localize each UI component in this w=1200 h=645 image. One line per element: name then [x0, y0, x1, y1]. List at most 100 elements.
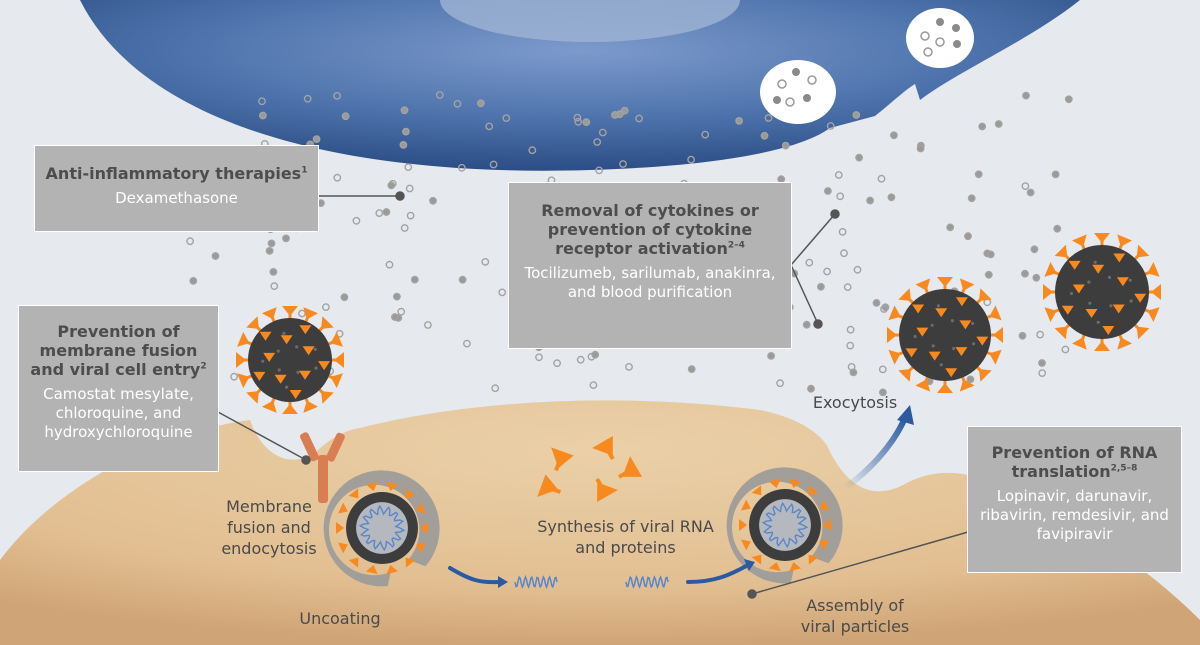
- cytokine-dot: [767, 351, 775, 360]
- therapy-drugs: Tocilizumeb, sarilumab, anakinra, and bl…: [524, 264, 776, 301]
- therapy-drugs: Lopinavir, darunavir, ribavirin, remdesi…: [980, 487, 1169, 543]
- cytokine-dot: [298, 309, 306, 318]
- cytokine-dot: [805, 258, 814, 267]
- cytokine-dot: [836, 192, 845, 201]
- cytokine-dot: [404, 163, 413, 172]
- cytokine-dot: [853, 265, 862, 274]
- cytokine-dot: [994, 120, 1003, 128]
- cytokine-dot: [498, 288, 507, 297]
- reference-marker: 2: [200, 361, 207, 372]
- cytokine-dot: [265, 246, 274, 255]
- cytokine-dot: [824, 187, 832, 195]
- cytokine-dot: [435, 91, 444, 99]
- virus: [236, 306, 344, 414]
- leader-lines: [217, 191, 969, 599]
- cytokine-dot: [582, 118, 591, 127]
- virus: [1043, 233, 1161, 351]
- cytokine-dot: [852, 111, 861, 119]
- stage-label-membrane-fusion: Membrane fusion and endocytosis: [221, 497, 317, 558]
- cytokine-dot: [528, 146, 537, 155]
- cytokine-dot: [840, 249, 848, 258]
- cytokine-dot: [974, 170, 983, 179]
- cytokine-dot: [625, 362, 633, 371]
- cytokine-dot: [978, 122, 987, 131]
- cytokine-dot: [964, 232, 972, 241]
- cytokine-dot: [230, 372, 239, 381]
- cytokine-dot: [282, 234, 290, 243]
- cytokine-dot: [1038, 369, 1047, 377]
- cytokine-dot: [1064, 95, 1073, 104]
- cytokine-dot: [385, 260, 394, 269]
- ace2-receptor: [300, 432, 345, 503]
- viral-rna: [514, 574, 669, 590]
- host-cell: [0, 400, 1200, 645]
- cytokine-dot: [406, 211, 415, 220]
- cytokine-dot: [410, 275, 419, 284]
- cytokine-dot: [382, 208, 391, 216]
- reference-marker: 1: [301, 165, 308, 176]
- cytokine-dot: [872, 298, 881, 307]
- therapy-box-rna-translation: Prevention of RNA translation2,5–8 Lopin…: [967, 426, 1182, 573]
- rna-strand: [514, 574, 558, 590]
- cytokine-dot: [866, 196, 874, 205]
- viral-protein: [592, 435, 615, 461]
- cytokine-dot: [620, 106, 629, 115]
- cytokine-dot: [321, 303, 330, 311]
- cytokine-dot: [781, 141, 790, 150]
- cytokine-dot: [1021, 269, 1029, 278]
- cytokine-dot: [1026, 188, 1035, 197]
- cytokine-dot: [847, 362, 856, 371]
- cytokine-dot: [390, 313, 399, 321]
- cytokine-dot: [189, 276, 198, 285]
- cytokine-dot: [826, 122, 835, 130]
- cytokine-dot: [453, 100, 462, 108]
- viral-proteins: [537, 435, 643, 503]
- cytokine-dot: [916, 144, 925, 153]
- cytokine-dot: [258, 111, 267, 120]
- cytokine-dot: [807, 384, 815, 393]
- therapy-title: Removal of cytokines or prevention of cy…: [541, 201, 759, 258]
- therapy-box-anti-inflammatory: Anti-inflammatory therapies1 Dexamethaso…: [34, 145, 319, 232]
- cytokine-dot: [535, 353, 543, 362]
- cytokine-dot: [574, 117, 583, 126]
- cytokine-dot: [1061, 345, 1070, 354]
- cytokine-dot: [186, 237, 195, 246]
- cytokine-dot: [887, 193, 896, 202]
- cytokine-dot: [764, 114, 773, 122]
- cytokine-dot: [462, 339, 471, 348]
- cytokine-dot: [1038, 359, 1046, 367]
- cytokine-dot: [423, 321, 432, 329]
- cytokine-dot: [375, 209, 384, 218]
- cytokine-dot: [1051, 170, 1060, 179]
- cytokine-dot: [598, 128, 607, 137]
- cytokine-dot: [802, 320, 811, 329]
- cytokine-dot: [880, 305, 888, 313]
- cytokine-dot: [855, 153, 863, 162]
- cytokine-dot: [392, 292, 401, 301]
- endosomes: [323, 467, 843, 587]
- therapy-drugs: Camostat mesylate, chloroquine, and hydr…: [43, 385, 194, 441]
- cytokine-dot: [877, 174, 886, 183]
- cytokine-vesicle: [906, 8, 974, 68]
- cytokine-dot: [687, 155, 695, 164]
- cytokine-dot: [502, 114, 511, 123]
- reference-marker: 2,5–8: [1110, 463, 1138, 474]
- viral-protein: [617, 456, 643, 479]
- cytokine-dot: [890, 131, 898, 140]
- cytokine-dot: [946, 223, 955, 232]
- cytokine-dot: [397, 307, 406, 316]
- cytokine-dot: [823, 267, 831, 276]
- stage-label-synthesis: Synthesis of viral RNA and proteins: [537, 517, 714, 557]
- viral-protein: [551, 447, 574, 472]
- cytokine-dot: [399, 140, 408, 149]
- process-arrows: [448, 405, 914, 588]
- cytokine-dot: [1021, 182, 1030, 191]
- cytokine-dot: [211, 252, 220, 260]
- cytokine-dot: [1018, 331, 1027, 340]
- cytokine-dot: [986, 250, 995, 259]
- virus: [887, 277, 1003, 393]
- cytokine-dot: [1053, 224, 1062, 233]
- cytokine-dot: [1022, 91, 1030, 100]
- cytokine-dot: [1030, 245, 1039, 254]
